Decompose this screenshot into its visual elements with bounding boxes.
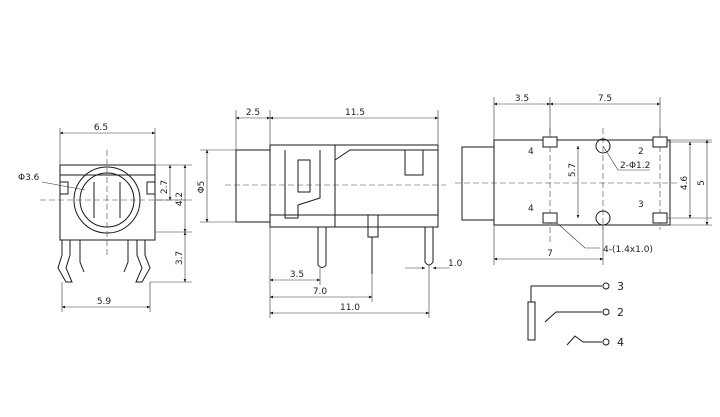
schematic: 3 2 4	[527, 280, 624, 349]
pad-label-right-top: 2	[638, 147, 644, 157]
pad-label-left-top: 4	[528, 147, 534, 157]
side-pin-dist-1-label: 3.5	[290, 270, 304, 280]
top-view: 4 4 2 3 3.5 7.5 5.7 2-Φ1.2 4.6 5 7 4-(1.…	[455, 94, 712, 265]
front-offset-1-label: 2.7	[160, 180, 170, 194]
front-view: 6.5 5.9 Φ3.6 2.7 4.2 3.7	[18, 123, 192, 312]
front-hole-dia-label: Φ3.6	[18, 173, 40, 183]
side-nose-length-label: 2.5	[246, 108, 260, 118]
side-dia-label: Φ5	[197, 181, 207, 194]
side-pin-dist-2-label: 7.0	[313, 287, 328, 297]
side-pin-width-label: 1.0	[448, 259, 463, 269]
pad-label-left-bottom: 4	[528, 204, 534, 214]
pad-label-right-bottom: 3	[638, 200, 644, 210]
side-body-length-label: 11.5	[345, 108, 365, 118]
front-width-bottom-label: 5.9	[97, 297, 112, 307]
side-view: 2.5 11.5 Φ5 3.5 7.0 11.0 1.0	[197, 108, 463, 318]
side-pin-dist-3-label: 11.0	[340, 303, 360, 313]
pad-callout-label: 4-(1.4x1.0)	[603, 245, 653, 255]
vert-dim-label: 5.7	[568, 163, 578, 177]
hole-callout-label: 2-Φ1.2	[620, 161, 650, 171]
schematic-pin-2: 2	[617, 306, 624, 319]
schematic-pin-3: 3	[617, 280, 624, 293]
front-offset-2-label: 4.2	[175, 192, 185, 206]
top-dim-2-label: 7.5	[598, 94, 612, 104]
right-dim-2-label: 5	[697, 180, 707, 186]
schematic-pin-4: 4	[617, 336, 624, 349]
bottom-dim-label: 7	[547, 249, 553, 259]
front-width-top-label: 6.5	[94, 123, 108, 133]
top-dim-1-label: 3.5	[515, 94, 529, 104]
front-leg-height-label: 3.7	[175, 251, 185, 265]
right-dim-1-label: 4.6	[680, 176, 690, 191]
